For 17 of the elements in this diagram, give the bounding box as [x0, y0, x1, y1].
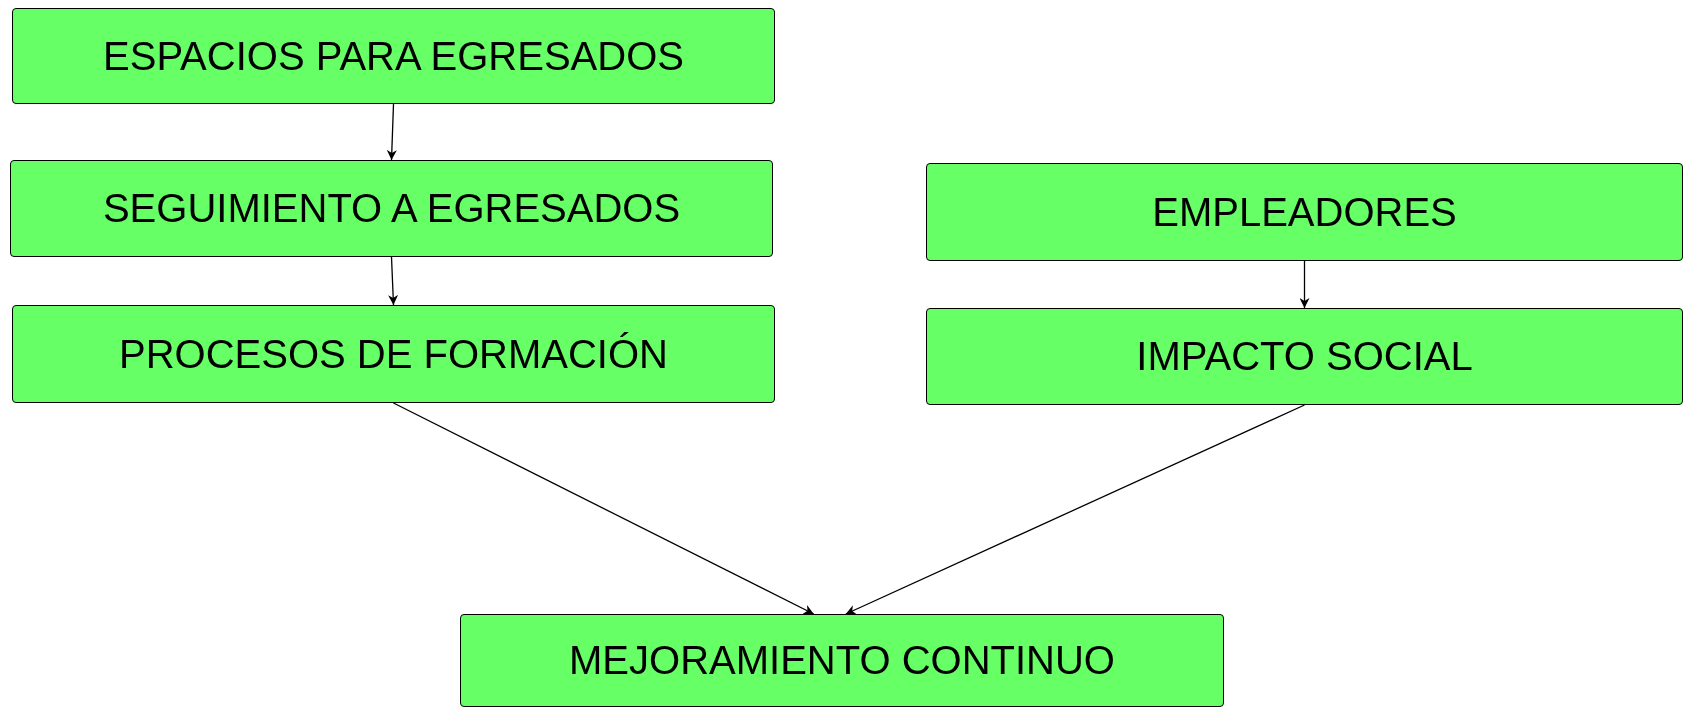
box-label: IMPACTO SOCIAL	[1136, 334, 1473, 379]
process-box	[10, 160, 773, 257]
process-box	[926, 308, 1683, 405]
process-box	[460, 614, 1224, 707]
process-box	[12, 8, 775, 104]
box-label: PROCESOS DE FORMACIÓN	[119, 331, 668, 377]
arrow	[845, 404, 1306, 615]
process-box	[12, 305, 775, 403]
box-label: ESPACIOS PARA EGRESADOS	[103, 33, 684, 79]
arrow	[1299, 260, 1310, 309]
arrow	[392, 402, 815, 615]
box-label: EMPLEADORES	[1152, 189, 1457, 235]
arrow	[386, 103, 397, 161]
box-label: MEJORAMIENTO CONTINUO	[569, 638, 1115, 683]
arrow	[388, 256, 399, 306]
process-box	[926, 163, 1683, 261]
box-label: SEGUIMIENTO A EGRESADOS	[102, 186, 681, 231]
